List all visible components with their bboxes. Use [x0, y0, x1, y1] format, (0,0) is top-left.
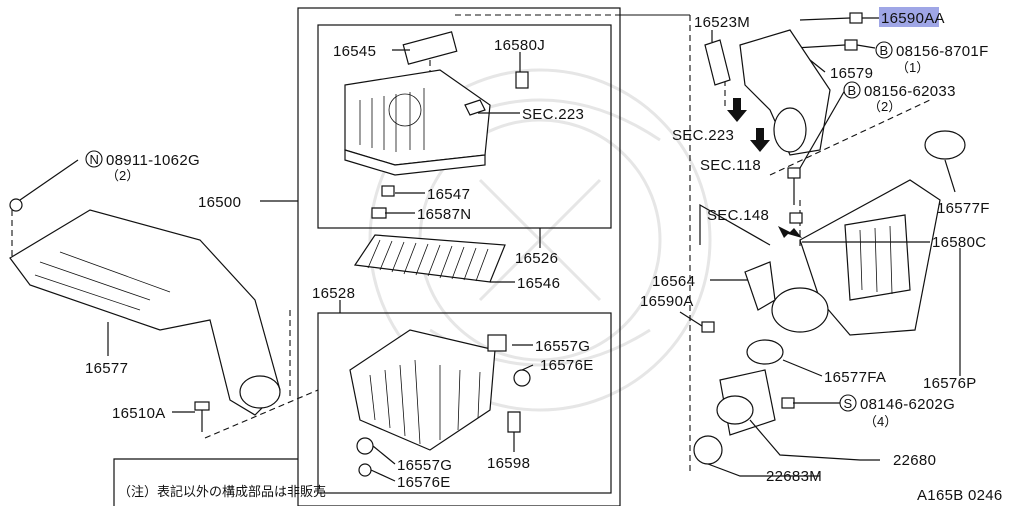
label-16526: 16526 [515, 250, 558, 267]
b1-symbol-letter: B [880, 43, 889, 58]
clip-16587N [371, 207, 387, 219]
label-22680: 22680 [893, 452, 936, 469]
label-16546: 16546 [517, 275, 560, 292]
bolt-16590A [701, 321, 715, 333]
label-16576E-top: 16576E [540, 357, 594, 374]
label-16580C: 16580C [932, 234, 986, 251]
clip-16580J [515, 71, 529, 89]
label-16590AA: 16590AA [881, 10, 945, 27]
label-08156-8701F-qty: （1） [896, 60, 929, 75]
label-16500: 16500 [198, 194, 241, 211]
bolt-16510A [194, 401, 210, 432]
label-08911-qty: （2） [106, 168, 139, 183]
label-08156-8701F: 08156-8701F [896, 43, 989, 60]
s-symbol-letter: S [844, 396, 853, 411]
clip-16580C [789, 212, 803, 224]
label-08146-6202G: 08146-6202G [860, 396, 955, 413]
label-16528: 16528 [312, 285, 355, 302]
label-16577: 16577 [85, 360, 128, 377]
highlight-16590AA [879, 7, 939, 27]
s-symbol-circle [839, 394, 857, 412]
label-16580J: 16580J [494, 37, 545, 54]
b1-symbol-circle [875, 41, 893, 59]
b2-symbol-letter: B [848, 83, 857, 98]
label-sec148: SEC.148 [707, 207, 769, 224]
seal-22683M [693, 435, 723, 465]
label-16510A: 16510A [112, 405, 166, 422]
label-16577F: 16577F [937, 200, 990, 217]
label-16523M: 16523M [694, 14, 750, 31]
label-16587N: 16587N [417, 206, 471, 223]
n-symbol-letter: N [90, 152, 99, 167]
grommet-16547 [381, 185, 395, 197]
lower-case-16528 [349, 329, 531, 477]
label-08146-qty: （4） [864, 414, 897, 429]
bolt-08156-62033 [787, 167, 801, 205]
label-16557G-bottom: 16557G [397, 457, 452, 474]
label-16577FA: 16577FA [824, 369, 886, 386]
n-symbol-circle [85, 150, 103, 168]
label-16590A: 16590A [640, 293, 694, 310]
label-sec118: SEC.118 [700, 157, 761, 174]
watermark [368, 68, 712, 412]
b2-symbol-circle [843, 81, 861, 99]
maf-sensor-22680 [716, 369, 776, 436]
assembly-frame-16500 [113, 7, 621, 506]
label-16547: 16547 [427, 186, 470, 203]
label-sec223-right: SEC.223 [672, 127, 734, 144]
label-16598: 16598 [487, 455, 530, 472]
label-16545: 16545 [333, 43, 376, 60]
bolt-16590AA [799, 12, 863, 24]
duct-16577 [9, 198, 281, 416]
leader-lines [19, 17, 961, 482]
label-16579: 16579 [830, 65, 873, 82]
bolt-08146-6202G [781, 397, 795, 409]
label-16557G-top: 16557G [535, 338, 590, 355]
label-sec223-upper: SEC.223 [522, 106, 584, 123]
gasket-16523M [704, 39, 731, 86]
label-08156-62033: 08156-62033 [864, 83, 956, 100]
note-text: （注）表記以外の構成部品は非販売 [118, 484, 326, 499]
callout-labels: 16500 16545 16580J SEC.223 16547 16587N … [85, 7, 1003, 504]
upper-cover-16545 [344, 31, 491, 176]
housing-16579 [739, 29, 831, 156]
filter-16546 [353, 234, 506, 283]
label-16564: 16564 [652, 273, 695, 290]
bracket-16564 [744, 261, 776, 311]
direction-arrows [727, 98, 802, 238]
label-08911-1062G: 08911-1062G [106, 152, 200, 169]
figure-code: A165B 0246 [917, 487, 1003, 504]
label-08156-62033-qty: （2） [868, 99, 901, 114]
resonator-16576P [771, 179, 941, 336]
bolt-08156-8701F [794, 39, 858, 51]
clamp-16577F [924, 130, 966, 160]
label-16576E-bottom: 16576E [397, 474, 451, 491]
label-22683M: 22683M [766, 468, 822, 485]
clamp-16577FA [746, 339, 784, 365]
label-16576P: 16576P [923, 375, 977, 392]
